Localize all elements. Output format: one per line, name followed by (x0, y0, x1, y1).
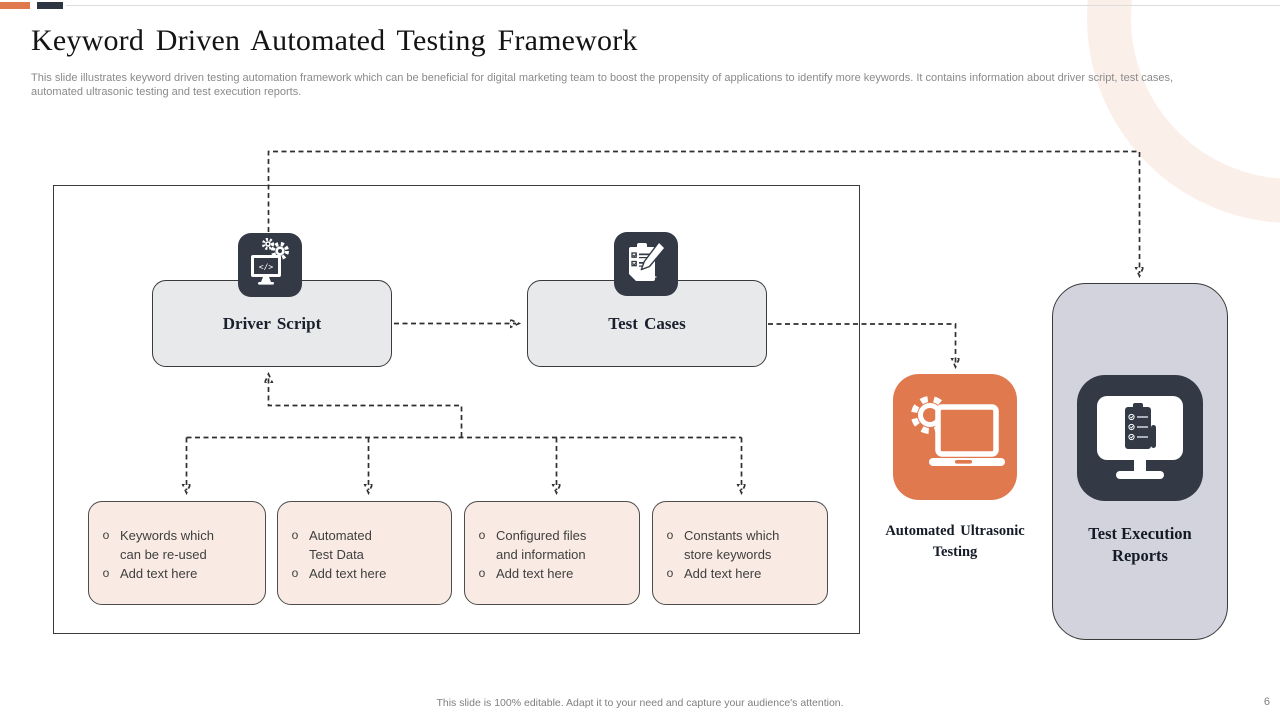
list-item: o Add text here (102, 566, 198, 581)
driver-script-icon-badge: </> (238, 233, 302, 297)
bullet: o (291, 566, 299, 580)
test-execution-reports-badge (1077, 375, 1203, 506)
automated-ultrasonic-testing-label: Automated Ultrasonic Testing (885, 523, 1025, 560)
bullet: o (478, 528, 486, 542)
svg-text:</>: </> (259, 263, 274, 272)
header-divider (66, 5, 1280, 6)
automated-ultrasonic-testing-badge (893, 374, 1017, 505)
bullet: o (102, 566, 110, 580)
list-item: o Automated Test Data (291, 528, 372, 562)
svg-text:</>: </> (645, 273, 657, 281)
page-title: Keyword Driven Automated Testing Framewo… (31, 24, 638, 57)
keyword-box-3: o Configured files and information o Add… (464, 501, 640, 605)
slide-description: This slide illustrates keyword driven te… (31, 72, 1174, 98)
keyword-box-1: o Keywords which can be re-used o Add te… (88, 501, 266, 605)
keyword-box-4: o Constants which store keywords o Add t… (652, 501, 828, 605)
clipboard-checklist-pencil-icon: </> (614, 232, 678, 296)
laptop-gear-icon (893, 374, 1017, 500)
bullet: o (478, 566, 486, 580)
test-execution-reports-label: Test Execution Reports (1088, 524, 1192, 565)
bullet: o (291, 528, 299, 542)
page-number: 6 (1263, 696, 1270, 708)
bullet: o (666, 566, 674, 580)
list-item: o Keywords which can be re-used (102, 528, 214, 562)
driver-script-label: Driver Script (222, 313, 322, 333)
list-item: o Constants which store keywords (666, 528, 780, 562)
monitor-checklist-icon (1077, 375, 1203, 501)
accent-bar-navy (37, 2, 63, 9)
monitor-code-gears-icon: </> (238, 233, 302, 297)
list-item: o Configured files and information (478, 528, 587, 562)
keyword-box-2: o Automated Test Data o Add text here (277, 501, 452, 605)
bullet: o (102, 528, 110, 542)
bullet: o (666, 528, 674, 542)
accent-bar-orange (0, 2, 30, 9)
test-cases-icon-badge: </> (614, 232, 678, 296)
list-item: o Add text here (666, 566, 762, 581)
test-cases-label: Test Cases (608, 313, 686, 333)
list-item: o Add text here (478, 566, 574, 581)
list-item: o Add text here (291, 566, 387, 581)
footer-note: This slide is 100% editable. Adapt it to… (436, 697, 844, 709)
